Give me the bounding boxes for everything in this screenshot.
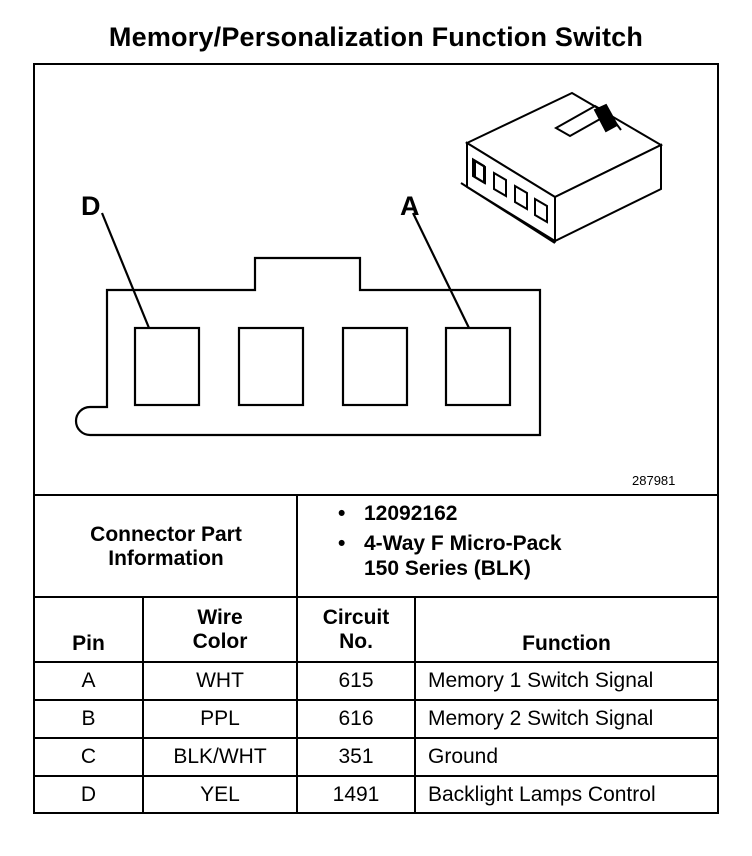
rule-info-bottom — [33, 596, 719, 598]
leader-line-a — [412, 212, 470, 329]
header-pin: Pin — [35, 598, 142, 661]
row-c-function: Ground — [428, 745, 499, 768]
header-wire-color: Wire Color — [144, 598, 296, 661]
cavity-c — [237, 326, 305, 407]
rule-info-divider — [296, 494, 298, 598]
row-b-circuit: 616 — [338, 707, 374, 730]
header-pin-text: Pin — [72, 631, 105, 655]
rule-col-3 — [414, 596, 416, 814]
row-d-circuit: 1491 — [332, 782, 380, 806]
connector-drawing: D A — [74, 91, 664, 437]
connector-info-label-line1: Connector Part — [90, 522, 242, 546]
header-function: Function — [416, 598, 717, 661]
row-c-pin: C — [80, 745, 97, 768]
row-d-pin: D — [80, 782, 97, 806]
rule-row-1 — [33, 699, 719, 701]
header-circuit: Circuit No. — [298, 598, 414, 661]
bullet-marker: • — [338, 502, 346, 525]
diagram-title: Memory/Personalization Function Switch — [108, 22, 644, 52]
part-number-item: • 12092162 — [338, 502, 562, 527]
header-wire-color-line2: Color — [192, 629, 248, 653]
row-c-circuit: 351 — [338, 745, 374, 768]
connector-info-label-line2: Information — [108, 547, 224, 570]
row-a-wire-color: WHT — [196, 669, 244, 692]
row-a-pin: A — [81, 669, 96, 692]
row-b-function: Memory 2 Switch Signal — [428, 707, 654, 730]
diagram-frame — [33, 63, 719, 814]
row-c-wire-color: BLK/WHT — [173, 745, 267, 768]
part-number: 12092162 — [364, 502, 458, 525]
row-b-wire-color: PPL — [200, 707, 240, 730]
connector-description-line1: 4-Way F Micro-Pack — [364, 531, 562, 555]
rule-row-3 — [33, 775, 719, 777]
cavity-d — [133, 326, 201, 407]
connector-info-bullets: • 12092162 • 4-Way F Micro-Pack 150 Seri… — [338, 502, 562, 586]
rule-col-2 — [296, 596, 298, 814]
connector-info-label: Connector Part Information — [35, 497, 297, 597]
header-function-text: Function — [522, 631, 611, 655]
row-d-wire-color: YEL — [200, 782, 240, 806]
rule-diagram-bottom — [33, 494, 719, 496]
connector-description-item: • 4-Way F Micro-Pack 150 Series (BLK) — [338, 532, 562, 582]
leader-line-d — [100, 212, 151, 329]
cavity-b — [341, 326, 409, 407]
cavity-a — [444, 326, 512, 407]
header-circuit-line2: No. — [339, 629, 373, 653]
row-d-function: Backlight Lamps Control — [428, 782, 656, 806]
connector-iso-view — [460, 91, 664, 244]
rule-row-2 — [33, 737, 719, 739]
row-a-function: Memory 1 Switch Signal — [428, 669, 654, 692]
row-b-pin: B — [81, 707, 96, 730]
pin-callout-a: A — [400, 191, 420, 221]
row-a-circuit: 615 — [338, 669, 374, 692]
rule-col-1 — [142, 596, 144, 814]
bullet-marker: • — [338, 531, 346, 555]
connector-body-outline — [74, 256, 542, 437]
header-wire-color-line1: Wire — [197, 606, 243, 630]
connector-description-line2: 150 Series (BLK) — [364, 556, 531, 580]
header-circuit-line1: Circuit — [322, 606, 390, 630]
rule-header-bottom — [33, 661, 719, 663]
pin-callout-d: D — [81, 191, 101, 221]
figure-id: 287981 — [632, 473, 676, 488]
